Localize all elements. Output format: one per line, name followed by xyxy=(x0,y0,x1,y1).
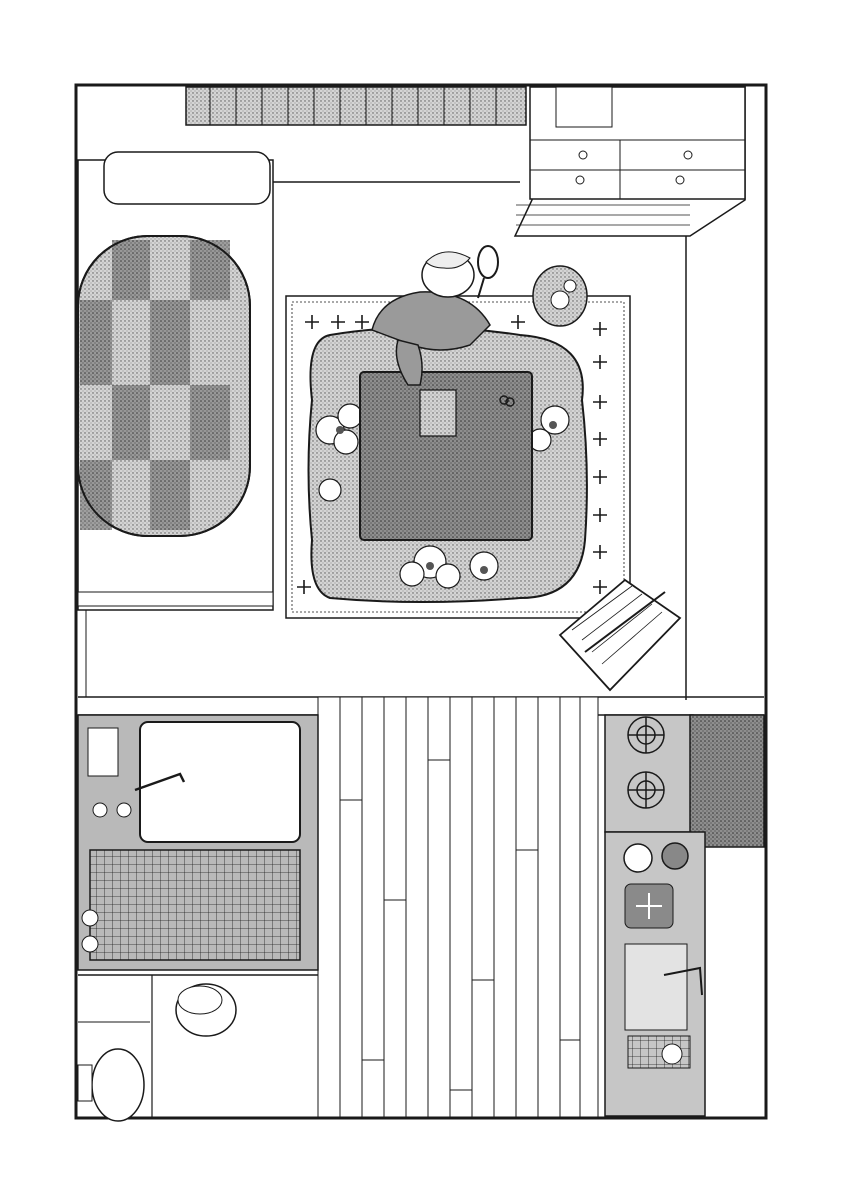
sink-counter xyxy=(77,714,319,971)
stove-counter xyxy=(604,714,765,1117)
kettle-icon xyxy=(623,842,689,873)
wooden-floor xyxy=(317,696,599,1118)
floor-cushion-icon xyxy=(558,578,682,692)
bucket-icon xyxy=(175,983,237,1037)
room-upper xyxy=(77,86,764,700)
stove-icon xyxy=(627,716,665,809)
curtain-icon xyxy=(185,86,527,126)
basket-icon xyxy=(532,265,588,327)
woman-icon xyxy=(371,251,491,386)
drawer-chest-icon xyxy=(513,86,746,237)
letter-paper xyxy=(419,389,457,437)
room-lower xyxy=(77,696,765,1122)
rings-icon xyxy=(499,395,515,407)
toilet-icon xyxy=(77,1048,145,1122)
kotatsu-table-icon xyxy=(359,371,533,541)
sink-icon xyxy=(139,721,301,843)
bed-icon xyxy=(77,151,274,611)
dish-rack xyxy=(89,849,301,961)
refrigerator-icon xyxy=(689,714,765,848)
hand-mirror-icon xyxy=(477,245,499,299)
